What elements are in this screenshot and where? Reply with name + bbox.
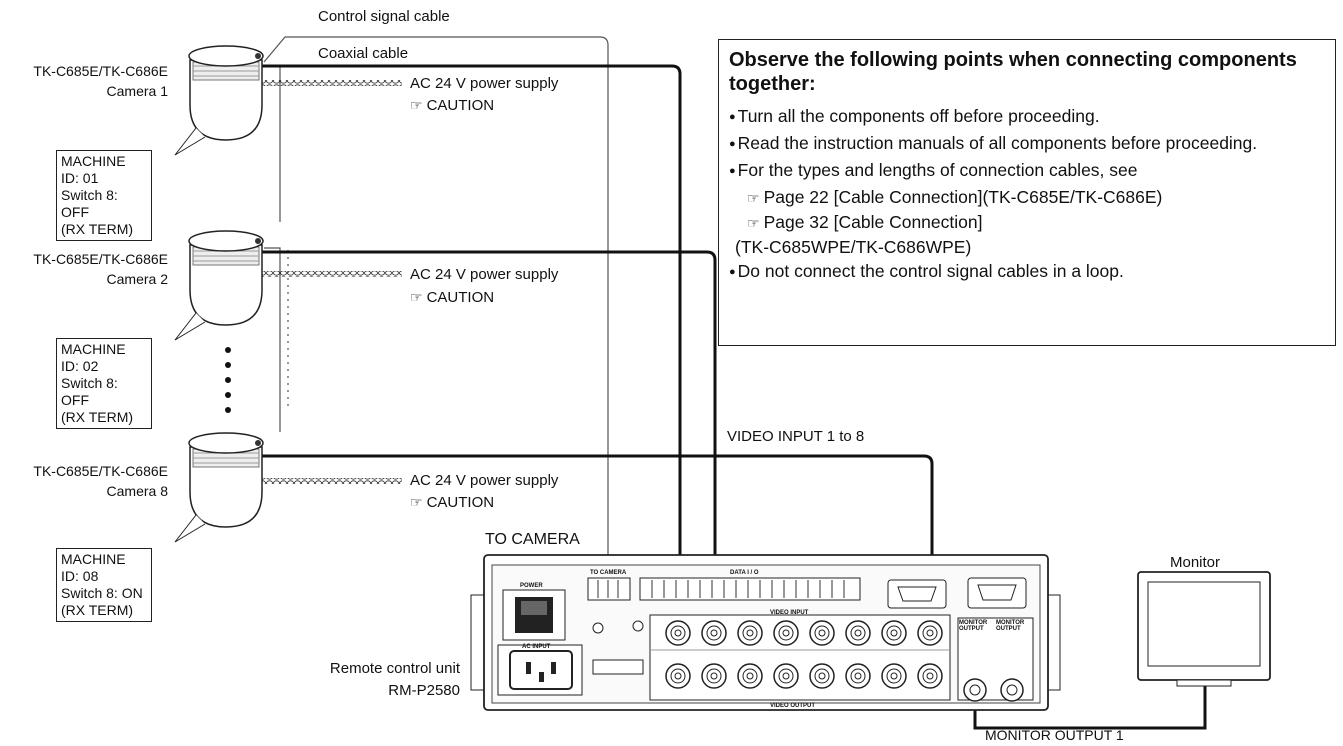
video-output-panel-label: VIDEO OUTPUT [770,703,816,709]
bnc-connector [710,672,718,680]
reference-hand-icon: ☞ [747,190,760,206]
camera-1-icon [174,45,264,156]
camera-1-power-label: AC 24 V power supply [410,75,559,92]
camera-1-model: TK-C685E/TK-C686E [33,63,168,79]
coaxial-cables [262,64,1207,730]
monitor-icon [1137,571,1271,687]
camera-8-icon [174,432,264,543]
to-camera-label: TO CAMERA [485,531,580,548]
note-item: For the types and lengths of connection … [729,158,1325,185]
note-reference-text: Page 32 [Cable Connection] [763,212,983,232]
camera-2-id-box: MACHINE ID: 02 Switch 8: OFF (RX TERM) [56,338,152,429]
camera-1-term: (RX TERM) [61,221,134,237]
bnc-connector [926,672,934,680]
camera-8-name: Camera 8 [106,483,168,499]
remote-unit-model: RM-P2580 [388,682,460,699]
reference-hand-icon: ☞ [747,215,760,231]
power-switch-label: POWER [520,583,543,589]
camera-2-caution: CAUTION [426,289,495,306]
camera-2-power-label: AC 24 V power supply [410,266,559,283]
connection-notes-box: Observe the following points when connec… [718,39,1336,346]
bnc-connector [818,629,826,637]
monitor-output-1-panel-label: MONITOR OUTPUT [959,620,988,632]
note-item: Do not connect the control signal cables… [729,259,1325,286]
monitor-output-label: MONITOR OUTPUT 1 [985,727,1124,743]
bnc-connector [926,629,934,637]
note-reference-text: Page 22 [Cable Connection](TK-C685E/TK-C… [763,187,1163,207]
control-signal-cable-label: Control signal cable [318,8,450,25]
video-output-connectors [665,663,943,689]
bnc-connector [818,672,826,680]
camera-1-id-box: MACHINE ID: 01 Switch 8: OFF (RX TERM) [56,150,152,241]
ac-input-label: AC INPUT [522,644,551,650]
note-reference: ☞Page 32 [Cable Connection] [729,210,1325,235]
bnc-connector [746,629,754,637]
camera-8-switch: Switch 8: ON [61,585,143,601]
camera-8-caution: CAUTION [426,494,495,511]
bnc-connector [746,672,754,680]
camera-1-caution: CAUTION [426,97,495,114]
notes-title: Observe the following points when connec… [729,49,1297,95]
power-leads [262,80,402,484]
monitor-label: Monitor [1170,554,1221,571]
bnc-connector [890,629,898,637]
bnc-connector [782,672,790,680]
note-item: Turn all the components off before proce… [729,104,1325,131]
camera-2-name: Camera 2 [106,271,168,287]
ellipsis-dots [225,347,231,413]
monitor-output-2-panel-label: MONITOR OUTPUT [996,620,1025,632]
video-input-panel-label: VIDEO INPUT [770,610,809,616]
reference-hand-icon: ☞ [410,289,423,305]
reference-hand-icon: ☞ [410,494,423,510]
note-item: Read the instruction manuals of all comp… [729,131,1325,158]
data-io-panel-label: DATA I / O [730,570,759,576]
camera-8-power-label: AC 24 V power supply [410,472,559,489]
camera-8-machine-id: MACHINE ID: 08 [61,551,126,584]
bnc-connector [854,672,862,680]
camera-1-name: Camera 1 [106,83,168,99]
bnc-connector [710,629,718,637]
camera-2-model: TK-C685E/TK-C686E [33,251,168,267]
monitor-output-connectors [963,678,1024,702]
remote-unit-label: Remote control unit [329,660,460,677]
camera-2-icon [174,230,264,341]
notes-list: Turn all the components off before proce… [729,104,1325,286]
bnc-connector [890,672,898,680]
camera-2-switch: Switch 8: OFF [61,375,118,408]
camera-8-id-box: MACHINE ID: 08 Switch 8: ON (RX TERM) [56,548,152,622]
to-camera-panel-label: TO CAMERA [590,570,627,576]
camera-1-switch: Switch 8: OFF [61,187,118,220]
note-reference-model: (TK-C685WPE/TK-C686WPE) [735,237,972,257]
bnc-connector [674,629,682,637]
reference-hand-icon: ☞ [410,97,423,113]
camera-1-machine-id: MACHINE ID: 01 [61,153,126,186]
note-reference: ☞Page 22 [Cable Connection](TK-C685E/TK-… [729,185,1325,210]
bnc-connector [854,629,862,637]
camera-8-model: TK-C685E/TK-C686E [33,463,168,479]
video-input-label: VIDEO INPUT 1 to 8 [727,428,865,445]
camera-2-machine-id: MACHINE ID: 02 [61,341,126,374]
camera-2-term: (RX TERM) [61,409,134,425]
video-input-connectors [665,620,943,646]
bnc-connector [674,672,682,680]
camera-8-term: (RX TERM) [61,602,134,618]
bnc-connector [782,629,790,637]
coaxial-cable-label: Coaxial cable [318,45,409,62]
